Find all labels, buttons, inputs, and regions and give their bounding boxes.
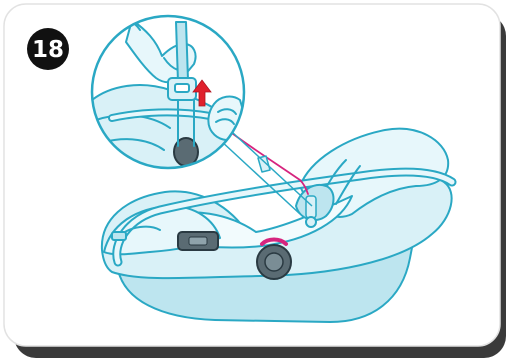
front-strap-clip [112,232,126,240]
step-badge: 18 [27,28,69,70]
strap-adjuster-knob [306,217,316,227]
handle-pivot-knob-center [265,253,283,271]
zoom-strap [176,22,188,82]
step-number: 18 [32,37,64,63]
zoom-buckle-slot [175,84,189,92]
buckle-button [189,237,207,245]
strap-adjuster [306,196,316,218]
